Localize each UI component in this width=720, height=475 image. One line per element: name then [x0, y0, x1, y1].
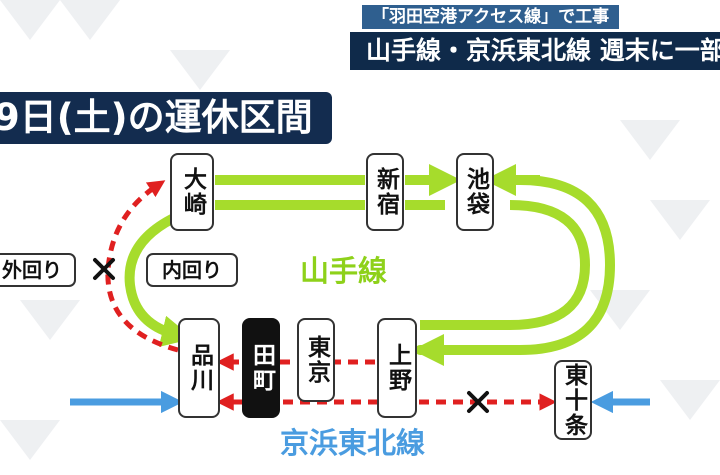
station-ikebukuro: 池袋	[456, 153, 494, 231]
station-ikebukuro-label: 池袋	[462, 167, 489, 217]
header-headline: 山手線・京浜東北線 週末に一部運	[350, 32, 720, 70]
station-tokyo: 東京	[297, 318, 335, 402]
station-higashi-jujo-label: 東十条	[560, 362, 587, 438]
station-tamachi: 田町	[242, 318, 280, 418]
news-header: 「羽田空港アクセス線」で工事 山手線・京浜東北線 週末に一部運	[350, 0, 720, 70]
title-banner: 9日(土)の運休区間	[0, 92, 332, 144]
station-shinjuku: 新宿	[366, 153, 404, 231]
keihin-tohoku-line-label: 京浜東北線	[280, 426, 426, 460]
station-shinagawa-label: 品川	[186, 343, 213, 393]
yamanote-outer-loop	[415, 175, 616, 355]
station-tamachi-label: 田町	[248, 343, 275, 393]
suspension-mark-left	[93, 258, 115, 280]
station-tokyo-label: 東京	[303, 335, 330, 385]
page-title: 9日(土)の運休区間	[0, 96, 313, 139]
station-ueno: 上野	[377, 318, 417, 418]
direction-outer-label: 外回り	[0, 253, 76, 287]
yamanote-inner-left	[124, 210, 194, 347]
station-osaki: 大崎	[170, 153, 214, 231]
station-shinjuku-label: 新宿	[372, 167, 399, 217]
station-higashi-jujo: 東十条	[554, 360, 592, 440]
station-shinagawa: 品川	[178, 318, 220, 418]
suspension-mark-right	[467, 391, 489, 413]
header-subtitle: 「羽田空港アクセス線」で工事	[362, 5, 620, 29]
suspended-outer-loop	[105, 180, 179, 353]
station-ueno-label: 上野	[384, 343, 411, 393]
yamanote-inner-right	[420, 200, 591, 330]
yamanote-line-label: 山手線	[300, 254, 388, 288]
direction-inner-label: 内回り	[146, 253, 238, 287]
station-osaki-label: 大崎	[179, 167, 206, 217]
